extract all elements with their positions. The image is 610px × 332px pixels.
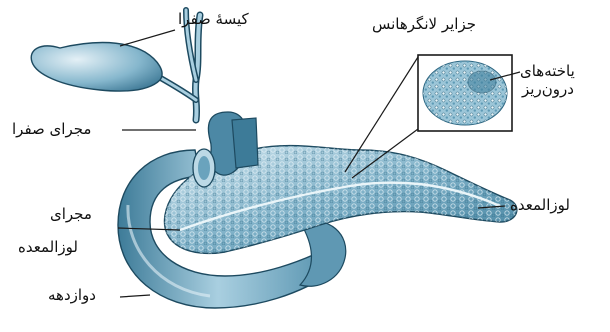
gallbladder-organ <box>31 43 162 92</box>
vessel-right <box>232 118 258 168</box>
leader-duodenum <box>120 295 150 297</box>
label-endocrine-line1: یاخته‌های <box>520 62 575 80</box>
intestine-loop <box>300 221 346 287</box>
islet-inset-cells <box>423 61 507 125</box>
label-endocrine-line2: درون‌ریز <box>522 80 574 98</box>
label-bile-duct: مجرای صفرا <box>12 120 91 138</box>
leader-gallbladder <box>120 30 175 46</box>
islet-cluster <box>468 71 496 93</box>
label-gallbladder: کیسهٔ صفرا <box>178 10 249 28</box>
label-islets: جزایر لانگرهانس <box>372 15 476 33</box>
label-duodenum: دوازدهه <box>48 286 96 304</box>
label-pancreatic-duct-line1: مجرای <box>50 205 92 223</box>
label-pancreas: لوزالمعده <box>510 196 570 214</box>
label-pancreatic-duct-line2: لوزالمعده <box>18 238 78 256</box>
vessel-lumen <box>198 156 210 180</box>
